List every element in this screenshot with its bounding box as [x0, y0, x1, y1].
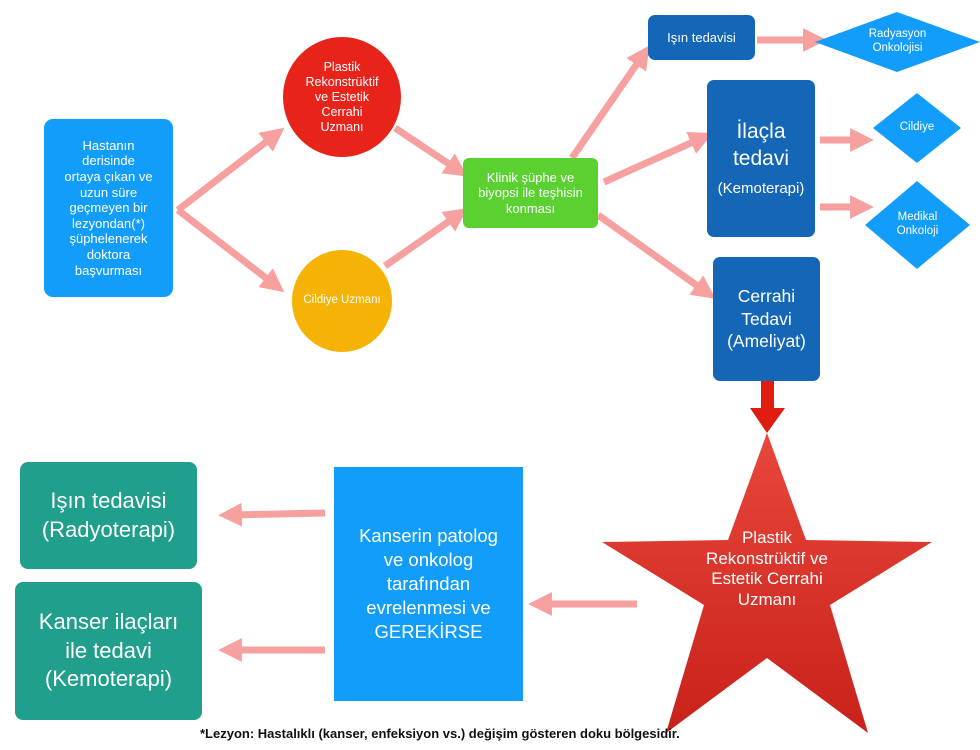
- chemo-drugs-box: Kanser ilaçları ile tedavi (Kemoterapi): [15, 582, 202, 720]
- arrow-biopsy-to-surgery: [595, 212, 716, 299]
- medical-oncology-diamond: Medikal Onkoloji: [865, 181, 970, 269]
- radiation-therapy-box: Işın tedavisi: [648, 15, 755, 60]
- arrow-patient-to-plastic: [175, 127, 285, 213]
- drug-therapy-subtitle: (Kemoterapi): [717, 179, 805, 197]
- arrow-biopsy-to-drug: [602, 132, 713, 186]
- arrow-plastic-to-biopsy: [393, 125, 468, 177]
- medical-oncology-diamond-shape: [865, 181, 970, 269]
- arrow-biopsy-to-radiation: [569, 45, 650, 160]
- plastic-surgeon-circle: Plastik Rekonstrüktif ve Estetik Cerrahi…: [283, 37, 401, 157]
- dermatologist-circle-text: Cildiye Uzmanı: [303, 294, 381, 307]
- radiotherapy-text: Işın tedavisi (Radyoterapi): [41, 487, 176, 542]
- staging-box: Kanserin patolog ve onkolog tarafından e…: [334, 467, 523, 701]
- surgical-therapy-text: Cerrahi Tedavi (Ameliyat): [727, 285, 806, 352]
- dermatology-diamond-text: Cildiye: [899, 121, 935, 134]
- radiation-therapy-text: Işın tedavisi: [667, 29, 736, 45]
- chemo-drugs-text: Kanser ilaçları ile tedavi (Kemoterapi): [38, 609, 179, 692]
- clinical-biopsy-text: Klinik şüphe ve biyopsi ile teşhisin kon…: [478, 169, 583, 216]
- surgical-therapy-box: Cerrahi Tedavi (Ameliyat): [713, 257, 820, 381]
- staging-text: Kanserin patolog ve onkolog tarafından e…: [359, 524, 498, 643]
- dermatology-diamond: Cildiye: [873, 93, 961, 163]
- star-shape: [602, 433, 932, 733]
- patient-lesion-text: Hastanın derisinde ortaya çıkan ve uzun …: [64, 137, 153, 278]
- plastic-surgeon-star-text: Plastik Rekonstrüktif ve Estetik Cerrahi…: [706, 528, 828, 610]
- dermatology-diamond-shape: [873, 93, 961, 163]
- plastic-surgeon-star: Plastik Rekonstrüktif ve Estetik Cerrahi…: [602, 433, 932, 735]
- footnote: *Lezyon: Hastalıklı (kanser, enfeksiyon …: [200, 726, 680, 741]
- radiotherapy-box: Işın tedavisi (Radyoterapi): [20, 462, 197, 569]
- arrow-staging-to-radiotherapy: [218, 502, 326, 527]
- drug-therapy-title: İlaçla tedavi: [732, 120, 790, 170]
- clinical-biopsy-box: Klinik şüphe ve biyopsi ile teşhisin kon…: [463, 158, 598, 228]
- arrow-dermatologist-to-biopsy: [382, 208, 468, 269]
- arrow-patient-to-dermatologist: [175, 207, 285, 293]
- plastic-surgeon-circle-text: Plastik Rekonstrüktif ve Estetik Cerrahi…: [305, 59, 379, 134]
- radiation-oncology-diamond: Radyasyon Onkolojisi: [815, 12, 980, 72]
- patient-lesion-box: Hastanın derisinde ortaya çıkan ve uzun …: [44, 119, 173, 297]
- drug-therapy-box: İlaçla tedavi (Kemoterapi): [707, 80, 815, 237]
- radiation-oncology-text: Radyasyon Onkolojisi: [868, 28, 927, 54]
- medical-oncology-text: Medikal Onkoloji: [896, 211, 939, 237]
- dermatologist-circle: Cildiye Uzmanı: [292, 250, 392, 352]
- radiation-oncology-diamond-shape: [815, 12, 980, 72]
